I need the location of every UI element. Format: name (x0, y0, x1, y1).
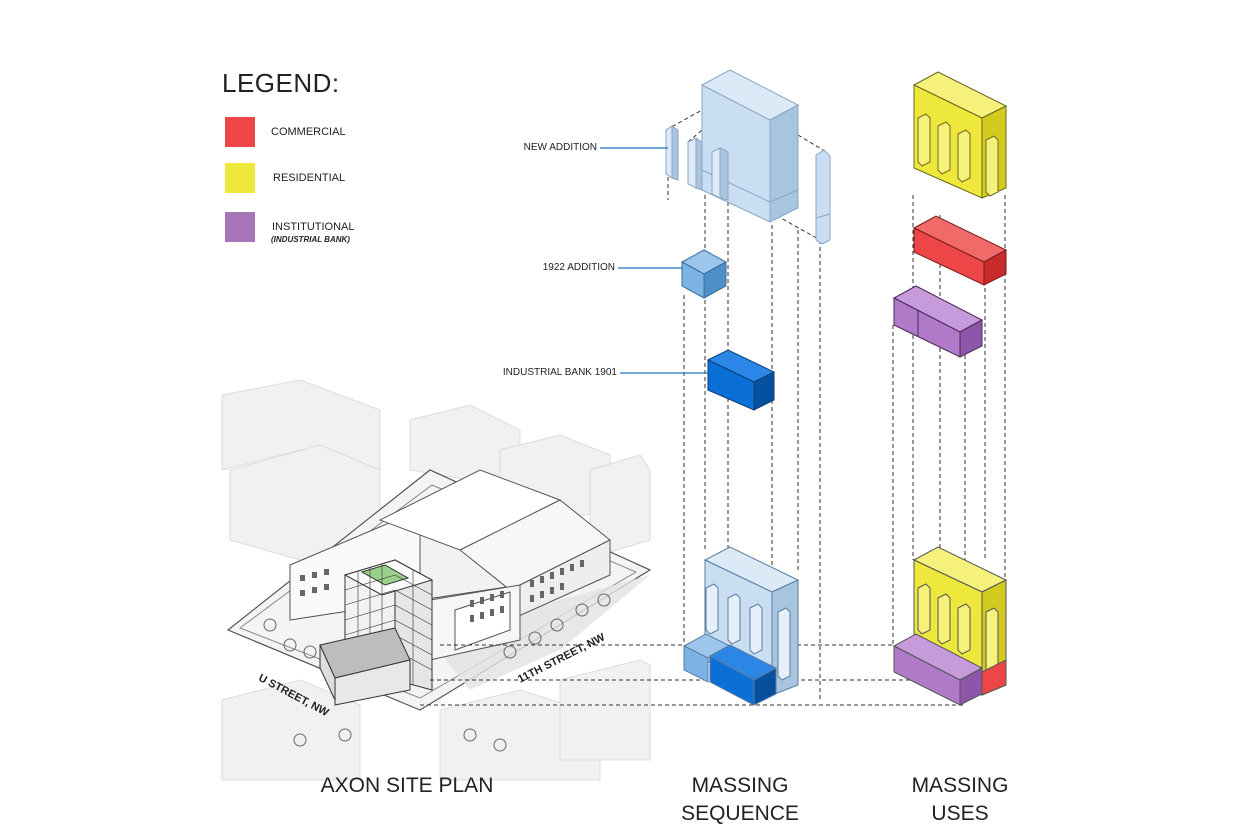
historic-base (319, 627, 411, 706)
caption-axon-site-plan: AXON SITE PLAN (320, 774, 494, 797)
callout-industrial-bank: INDUSTRIAL BANK 1901 (502, 367, 617, 378)
legend-swatch-commercial (225, 117, 255, 147)
industrial-bank-massing (706, 349, 776, 411)
assembled-sequence-massing (682, 546, 800, 706)
context-buildings (221, 379, 651, 781)
callout-new-addition: NEW ADDITION (523, 142, 597, 153)
new-addition-massing (665, 69, 831, 245)
street-trees (263, 593, 611, 752)
caption-massing-uses-line2: USES (931, 802, 989, 825)
facade-windows (300, 560, 584, 622)
legend-swatch-institutional (225, 212, 255, 242)
addition-1922-massing (680, 249, 728, 299)
caption-massing-sequence: MASSING SEQUENCE (660, 772, 820, 828)
institutional-massing (892, 285, 984, 358)
residential-upper-massing (912, 71, 1008, 199)
legend-swatch-residential (225, 163, 255, 193)
legend-label-residential: RESIDENTIAL (273, 172, 346, 184)
assembled-uses-massing (892, 546, 1008, 706)
callout-1922-addition: 1922 ADDITION (542, 262, 615, 273)
caption-massing-uses-line1: MASSING (911, 774, 1009, 797)
legend-label-commercial: COMMERCIAL (271, 126, 346, 138)
commercial-massing (912, 215, 1008, 286)
callout-leaders (600, 147, 708, 374)
caption-massing-sequence-line1: MASSING (691, 774, 789, 797)
caption-massing-sequence-line2: SEQUENCE (681, 802, 799, 825)
legend-title: LEGEND: (222, 68, 340, 98)
legend-sublabel-institutional: (INDUSTRIAL BANK) (271, 235, 350, 244)
legend-label-institutional: INSTITUTIONAL (272, 221, 355, 233)
caption-massing-uses: MASSING USES (880, 772, 1040, 828)
axon-site-plan (221, 379, 652, 781)
